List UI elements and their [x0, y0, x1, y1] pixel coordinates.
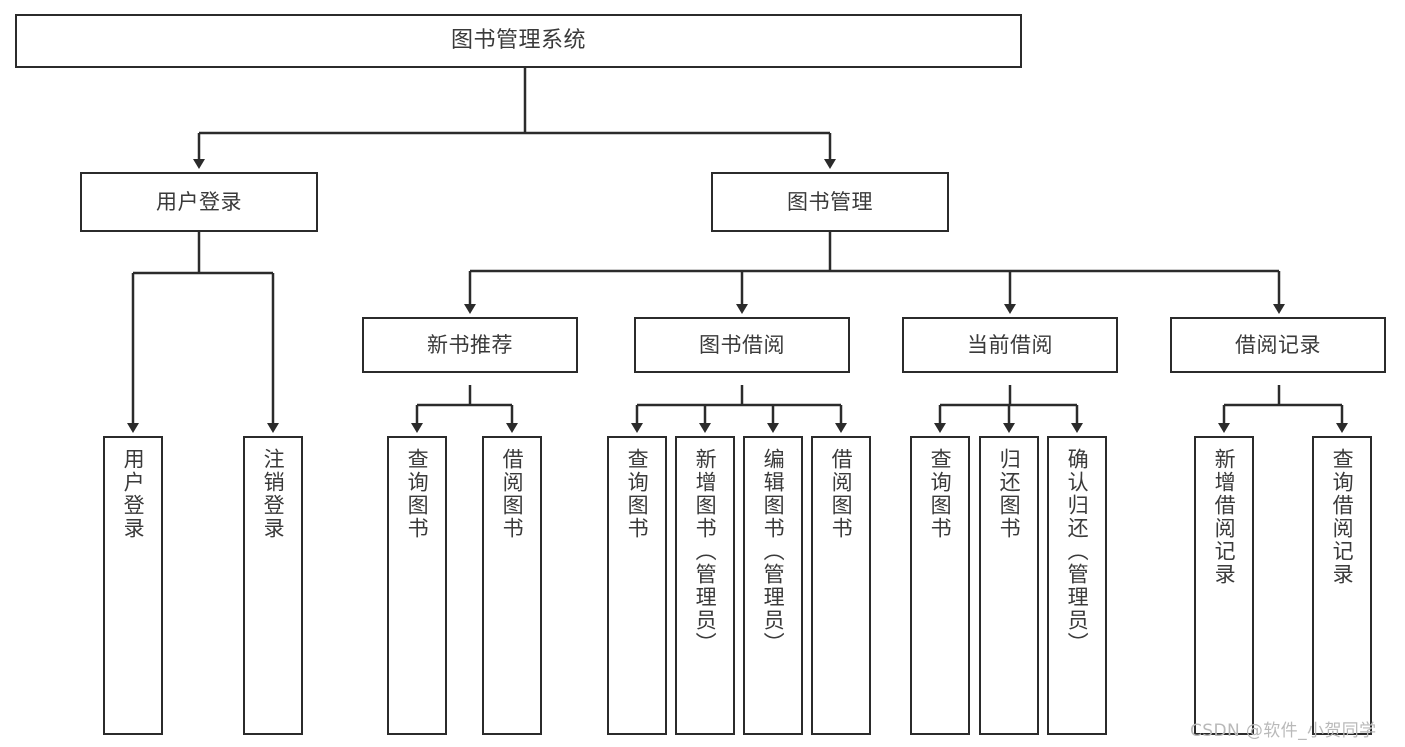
node-label: 借阅记录	[1235, 332, 1321, 357]
leaf-bb-query-book[interactable]: 查询图书	[607, 436, 667, 735]
node-current-borrow[interactable]: 当前借阅	[902, 317, 1118, 373]
leaf-br-query-record[interactable]: 查询借阅记录	[1312, 436, 1372, 735]
leaf-bb-add-book-admin[interactable]: 新增图书（管理员）	[675, 436, 735, 735]
node-label: 查询借阅记录	[1330, 448, 1355, 586]
node-label: 查询图书	[405, 448, 430, 540]
leaf-cb-query-book[interactable]: 查询图书	[910, 436, 970, 735]
node-label: 编辑图书（管理员）	[761, 448, 786, 655]
node-label: 图书管理系统	[450, 28, 586, 54]
node-user-login[interactable]: 用户登录	[80, 172, 318, 232]
leaf-user-login[interactable]: 用户登录	[103, 436, 163, 735]
node-label: 新增借阅记录	[1212, 448, 1237, 586]
node-label: 图书借阅	[699, 332, 785, 357]
node-label: 新书推荐	[427, 332, 513, 357]
node-label: 当前借阅	[967, 332, 1053, 357]
node-root-system[interactable]: 图书管理系统	[15, 14, 1022, 68]
node-label: 新增图书（管理员）	[693, 448, 718, 655]
node-label: 用户登录	[121, 448, 146, 540]
leaf-cb-return-book[interactable]: 归还图书	[979, 436, 1039, 735]
node-new-book-recommend[interactable]: 新书推荐	[362, 317, 578, 373]
node-book-management[interactable]: 图书管理	[711, 172, 949, 232]
node-label: 借阅图书	[500, 448, 525, 540]
node-label: 借阅图书	[829, 448, 854, 540]
node-label: 查询图书	[928, 448, 953, 540]
node-label: 查询图书	[625, 448, 650, 540]
node-label: 归还图书	[997, 448, 1022, 540]
leaf-logout[interactable]: 注销登录	[243, 436, 303, 735]
leaf-nb-borrow-book[interactable]: 借阅图书	[482, 436, 542, 735]
node-label: 确认归还（管理员）	[1065, 448, 1090, 655]
leaf-bb-edit-book-admin[interactable]: 编辑图书（管理员）	[743, 436, 803, 735]
csdn-watermark: CSDN @软件_小贺同学	[1190, 721, 1377, 741]
leaf-br-add-record[interactable]: 新增借阅记录	[1194, 436, 1254, 735]
node-label: 图书管理	[787, 189, 873, 214]
leaf-bb-borrow-book[interactable]: 借阅图书	[811, 436, 871, 735]
node-label: 注销登录	[261, 448, 286, 540]
node-book-borrow[interactable]: 图书借阅	[634, 317, 850, 373]
leaf-nb-query-book[interactable]: 查询图书	[387, 436, 447, 735]
node-borrow-record[interactable]: 借阅记录	[1170, 317, 1386, 373]
leaf-cb-confirm-return-admin[interactable]: 确认归还（管理员）	[1047, 436, 1107, 735]
node-label: 用户登录	[156, 189, 242, 214]
